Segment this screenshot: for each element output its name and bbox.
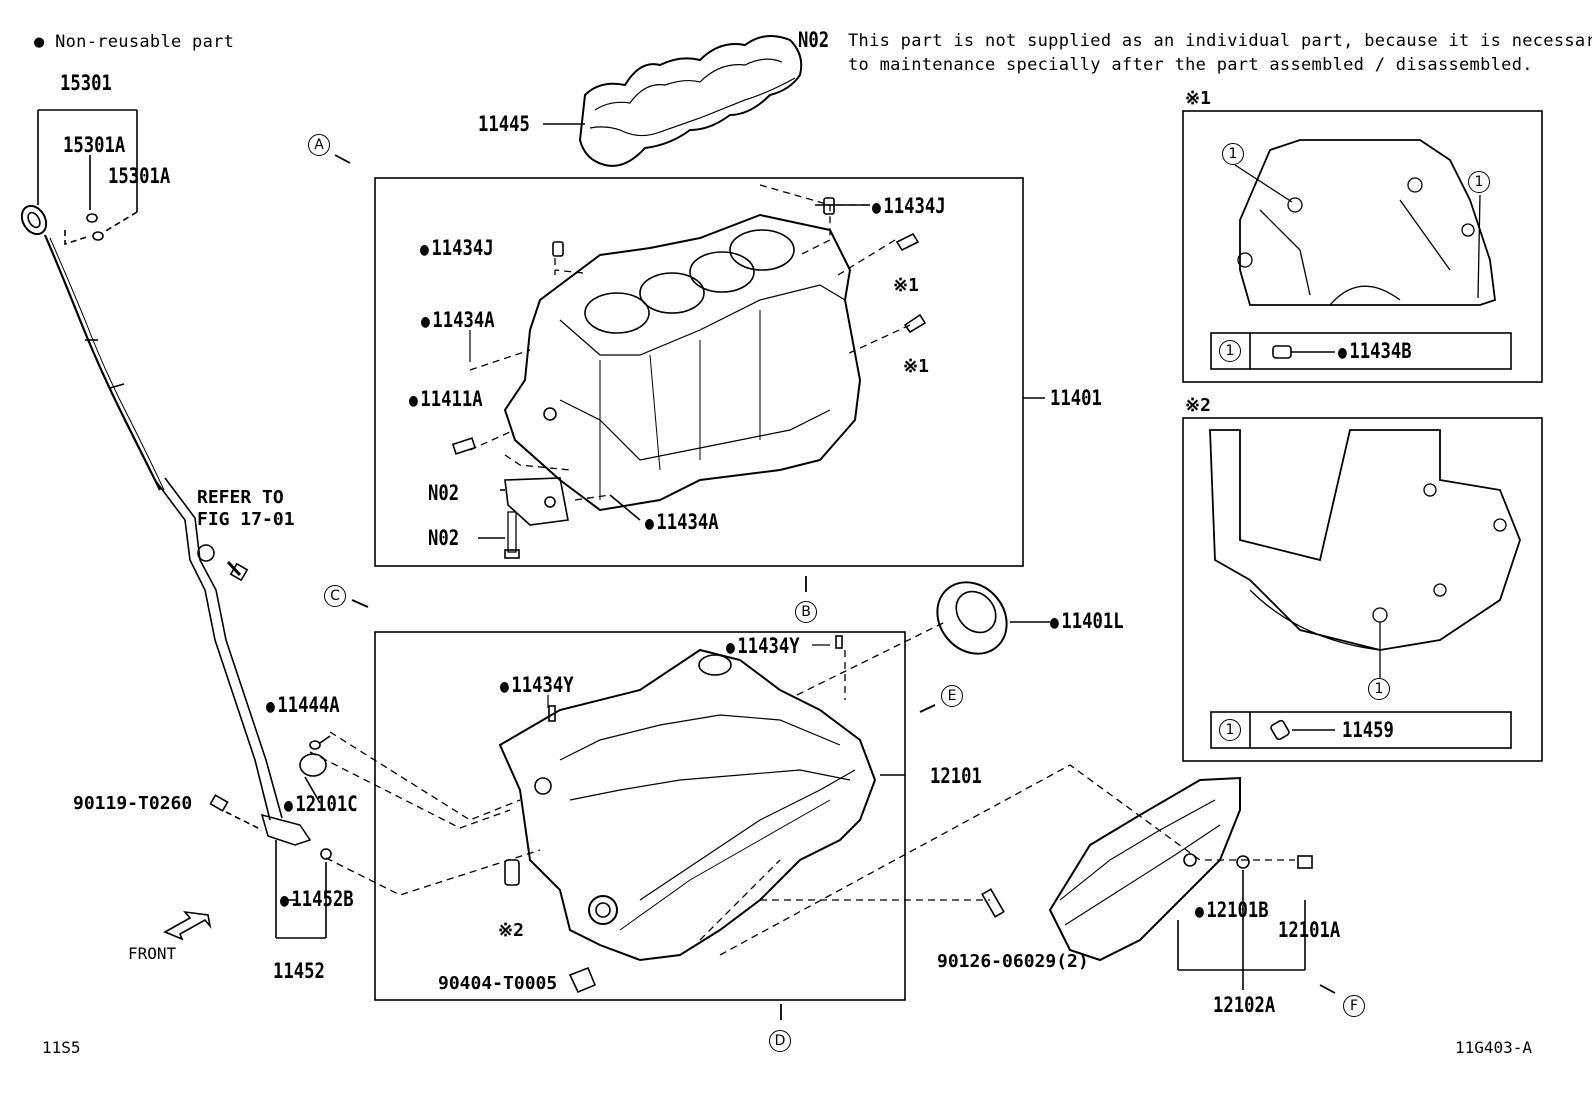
refer-to-line-2[interactable]: FIG 17-01 — [197, 509, 295, 530]
part-label-11452[interactable]: 11452 — [273, 959, 325, 983]
lower-case-12101-shape — [498, 635, 877, 994]
part-label-12101[interactable]: 12101 — [930, 764, 982, 788]
ref-mark-1a: ※1 — [893, 275, 919, 296]
legend-dot-icon: ● — [34, 32, 45, 52]
oil-seal-11401L-shape — [936, 581, 1008, 655]
part-label-12101A[interactable]: 12101A — [1278, 918, 1341, 942]
part-label-11459[interactable]: 11459 — [1342, 718, 1394, 742]
inset2-legend-box — [1210, 711, 1512, 749]
lower-block-leaders — [309, 621, 1295, 956]
front-arrow-shape — [163, 910, 212, 941]
note-line-2: to maintenance specially after the part … — [848, 55, 1533, 75]
part-label-11411A[interactable]: 11411A — [409, 389, 482, 410]
part-label-11434Y-left[interactable]: 11434Y — [500, 675, 573, 696]
inset1-frame — [1182, 110, 1543, 383]
part-label-15301[interactable]: 15301 — [60, 71, 112, 95]
inset2-callout: 1 — [1368, 678, 1390, 700]
part-label-12101B[interactable]: 12101B — [1195, 900, 1268, 921]
part-label-11434B[interactable]: 11434B — [1338, 341, 1411, 362]
view-marker-b[interactable]: B — [795, 601, 817, 623]
inset1-legend-box — [1210, 332, 1512, 370]
view-marker-e[interactable]: E — [941, 685, 963, 707]
lower-block-frame — [374, 631, 906, 1001]
part-label-n02-cap[interactable]: N02 — [428, 481, 460, 505]
inset2-title: ※2 — [1185, 395, 1211, 416]
inset1-detail-shape — [1234, 139, 1496, 306]
footer-left-code: 11S5 — [42, 1038, 81, 1057]
part-label-90404-T0005[interactable]: 90404-T0005 — [438, 973, 558, 994]
view-arrows — [334, 154, 1336, 1020]
ref-mark-2: ※2 — [498, 920, 524, 941]
view-marker-d[interactable]: D — [769, 1030, 791, 1052]
inset1-legend-marker: 1 — [1219, 340, 1241, 362]
inset1-title: ※1 — [1185, 88, 1211, 109]
part-label-12101C[interactable]: 12101C — [284, 794, 357, 815]
part-label-11434Y-top[interactable]: 11434Y — [726, 636, 799, 657]
inset2-legend-marker: 1 — [1219, 719, 1241, 741]
part-label-11434A-bottom[interactable]: 11434A — [645, 512, 718, 533]
part-label-15301A-1[interactable]: 15301A — [63, 133, 126, 157]
part-label-11445[interactable]: 11445 — [478, 112, 530, 136]
part-label-11444A[interactable]: 11444A — [266, 695, 339, 716]
ref-mark-1b: ※1 — [903, 356, 929, 377]
part-label-90119-T0260[interactable]: 90119-T0260 — [73, 793, 193, 814]
part-label-15301A-2[interactable]: 15301A — [108, 164, 171, 188]
note-line-1: This part is not supplied as an individu… — [848, 31, 1592, 51]
part-label-11452B[interactable]: 11452B — [280, 889, 353, 910]
cylinder-block-11401-shape — [503, 213, 862, 559]
legend-nonreusable: ● Non-reusable part — [34, 32, 235, 52]
inset2-detail-shape — [1209, 429, 1521, 678]
view-marker-c[interactable]: C — [324, 585, 346, 607]
part-label-n02-bolt[interactable]: N02 — [428, 526, 460, 550]
view-marker-a[interactable]: A — [308, 134, 330, 156]
note-code: N02 — [798, 28, 830, 52]
inset2-frame — [1182, 417, 1543, 762]
inset1-callout-b: 1 — [1468, 171, 1490, 193]
refer-to-line-1[interactable]: REFER TO — [197, 487, 284, 508]
gasket-11445-shape — [578, 35, 803, 167]
upper-block-frame — [374, 177, 1024, 567]
part-label-11401L[interactable]: 11401L — [1050, 611, 1123, 632]
upper-block-leaders — [469, 184, 911, 501]
part-label-11434J-top[interactable]: 11434J — [872, 196, 945, 217]
part-label-12102A[interactable]: 12102A — [1213, 993, 1276, 1017]
part-label-11401[interactable]: 11401 — [1050, 386, 1102, 410]
oil-pan-shape — [1048, 776, 1313, 990]
front-label: FRONT — [128, 944, 177, 963]
part-label-11434A-top[interactable]: 11434A — [421, 310, 494, 331]
part-label-90126-06029[interactable]: 90126-06029(2) — [937, 951, 1089, 972]
view-marker-f[interactable]: F — [1343, 995, 1365, 1017]
footer-right-code: 11G403-A — [1455, 1038, 1533, 1057]
part-label-11434J-left[interactable]: 11434J — [420, 238, 493, 259]
inset1-callout-a: 1 — [1222, 143, 1244, 165]
